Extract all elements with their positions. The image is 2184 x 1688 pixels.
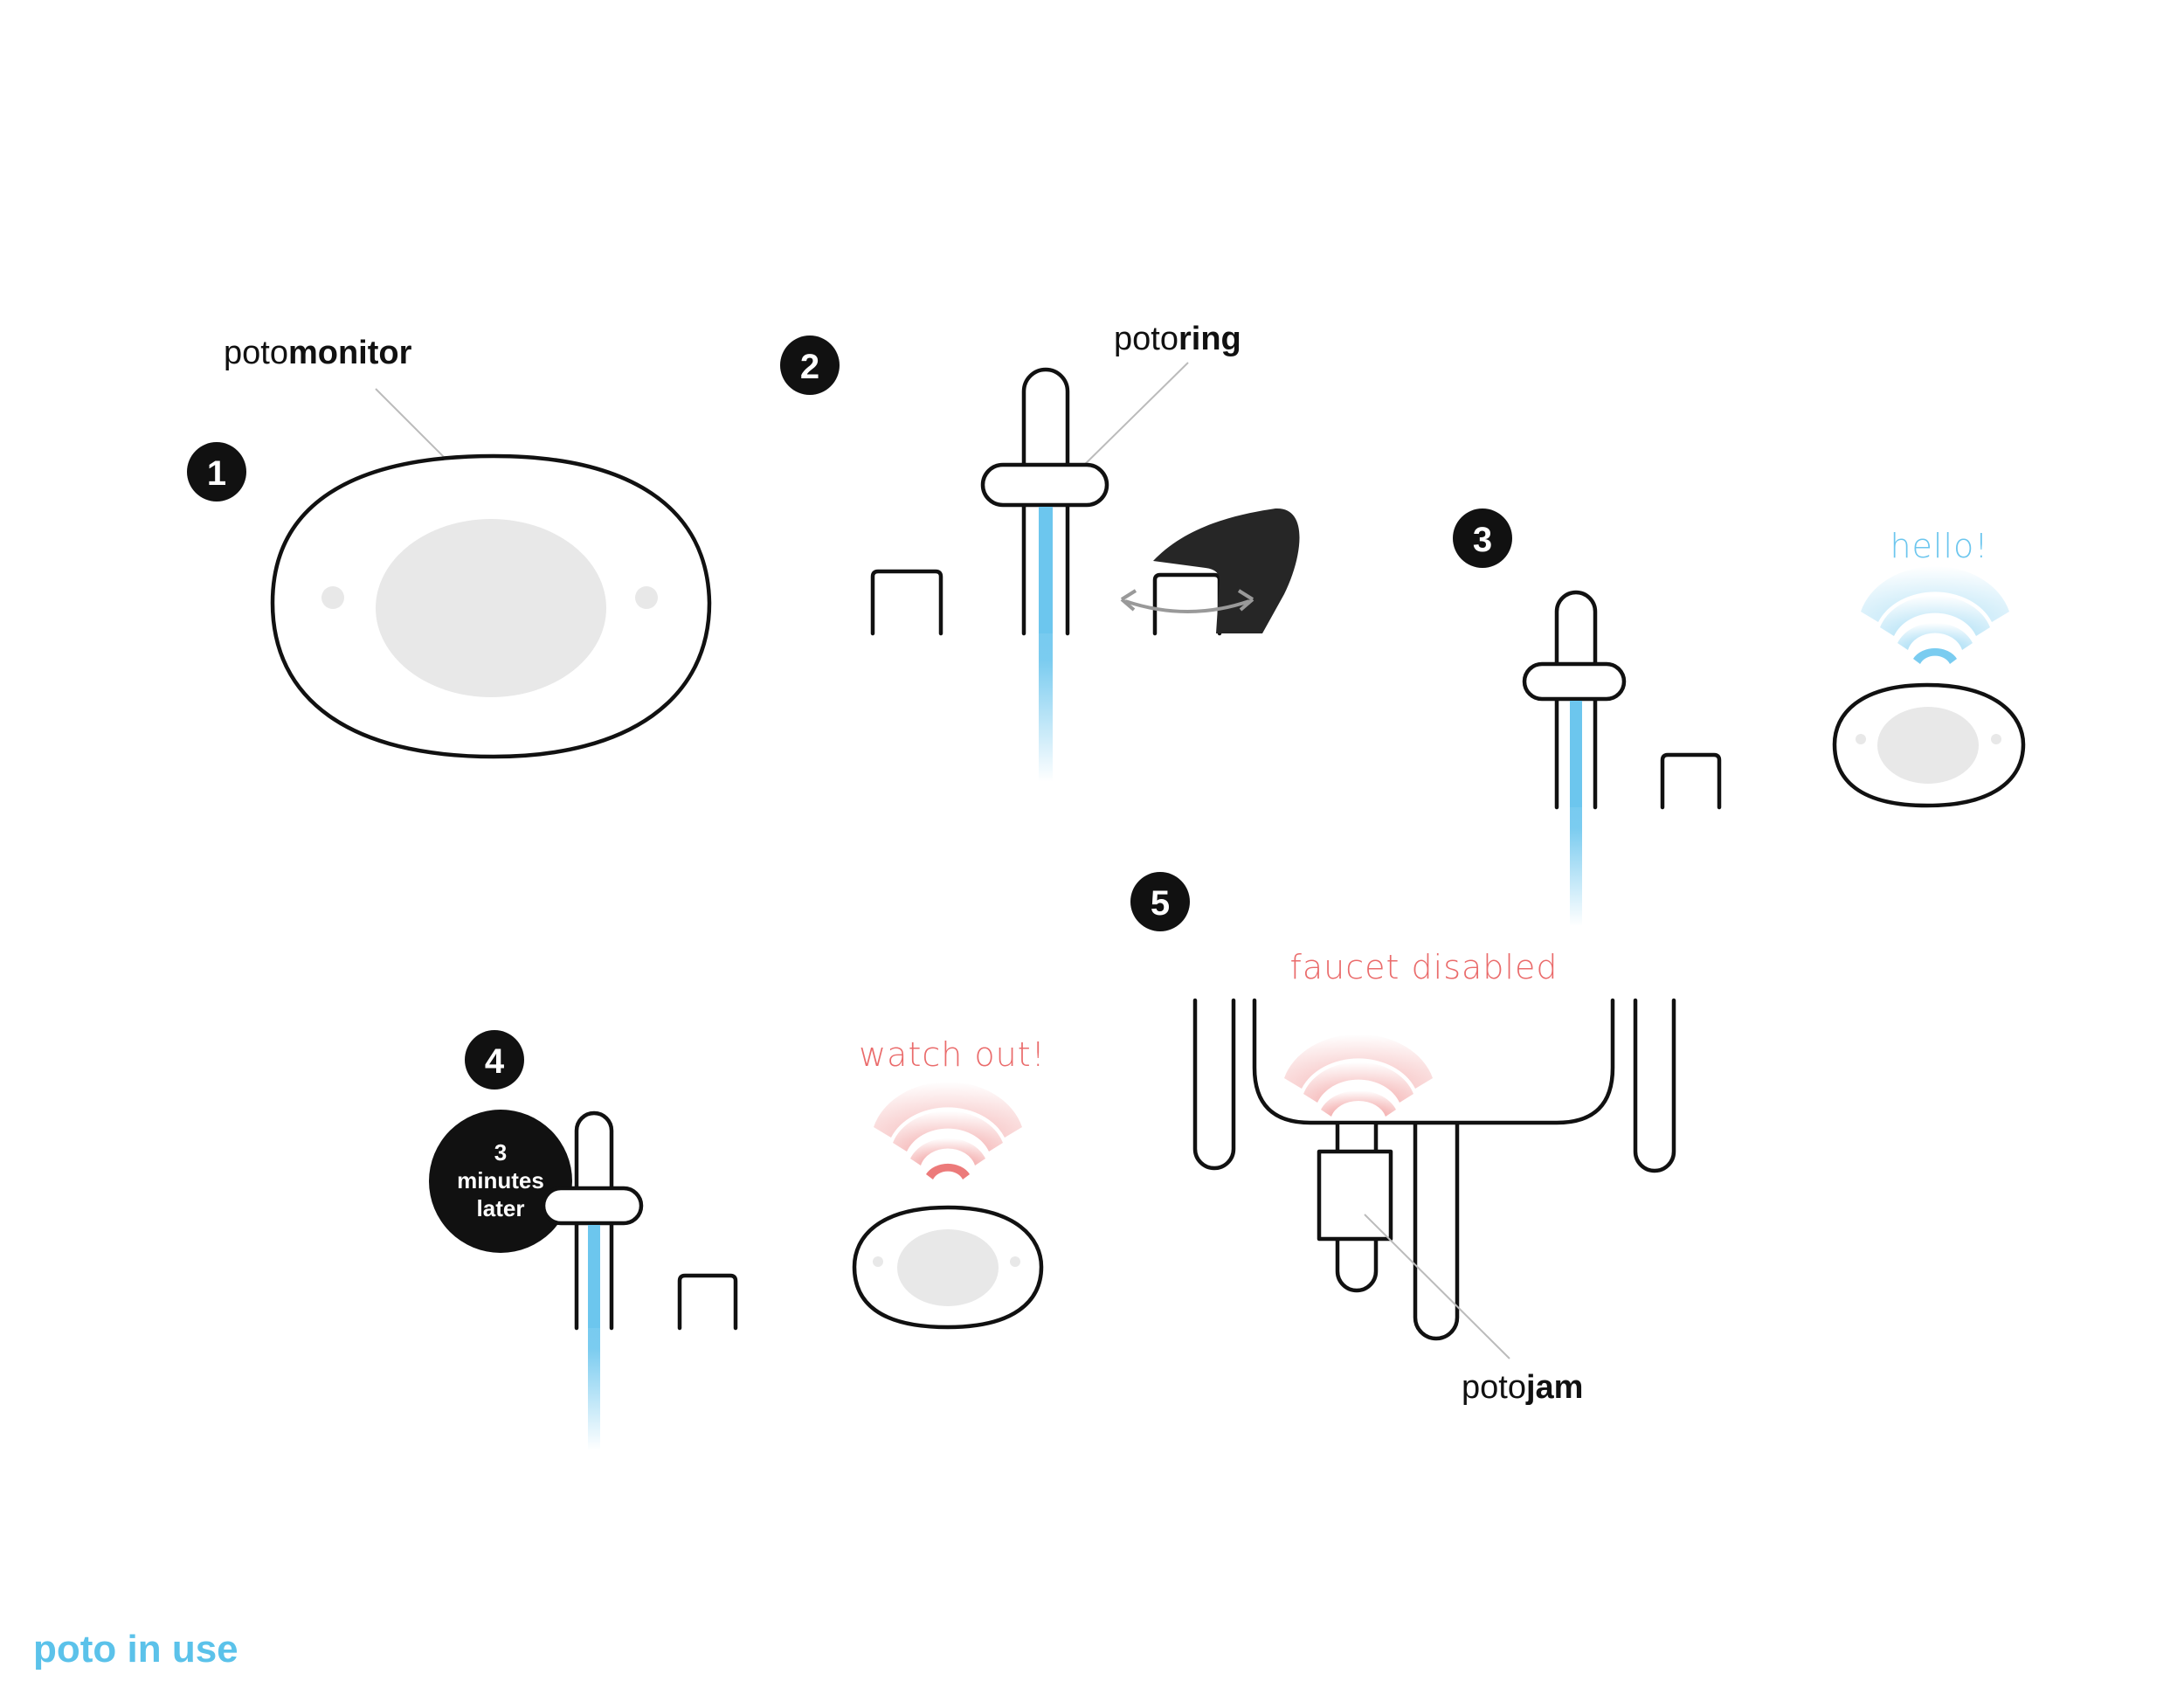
potomonitor-label-prefix: poto <box>224 335 288 371</box>
step-5-group: 5 faucet disabled potojam <box>1109 872 1756 1406</box>
potojam-leader-line <box>1364 1214 1510 1359</box>
potomonitor-label-suffix: monitor <box>288 335 412 371</box>
potojam-device <box>1317 1149 1393 1242</box>
potomonitor-screen <box>376 519 606 697</box>
step-3-faucet <box>1554 590 1598 810</box>
step-2-number: 2 <box>800 348 819 386</box>
step-3-group: 3 hello! <box>1433 508 2070 926</box>
step-2-badge: 2 <box>780 336 840 395</box>
step-5-leg-left <box>1192 998 1236 1171</box>
step-2-group: 2 potoring <box>760 321 1389 782</box>
potomonitor-large <box>270 453 712 759</box>
hello-message: hello! <box>1890 527 1988 565</box>
hand-icon <box>1153 508 1300 633</box>
wireless-signal-blue-icon <box>1861 566 2009 664</box>
potojam-label: potojam <box>1462 1369 1583 1406</box>
step-4-badge: 4 <box>465 1030 524 1090</box>
step-5-sink-basin <box>1252 998 1615 1125</box>
step-4-potoring <box>541 1186 644 1226</box>
potomonitor-small-step-3 <box>1832 682 2026 808</box>
potomonitor-sensor-left <box>321 586 344 609</box>
potomonitor-label: potomonitor <box>224 335 412 371</box>
step-3-number: 3 <box>1473 521 1492 559</box>
wireless-signal-red-under-sink-icon <box>1284 1034 1433 1117</box>
watch-out-message: watch out! <box>859 1035 1046 1074</box>
step-4-number: 4 <box>485 1042 505 1081</box>
step-4-cup <box>677 1273 738 1331</box>
step-1-number: 1 <box>207 454 226 493</box>
later-badge-line1: 3 <box>494 1139 507 1166</box>
potoring-label: potoring <box>1114 321 1241 357</box>
step-3-badge: 3 <box>1453 508 1512 568</box>
footer-caption: poto in use <box>33 1628 238 1671</box>
wireless-signal-red-icon <box>874 1082 1022 1180</box>
rotate-arrow-icon <box>1124 599 1250 613</box>
later-badge: 3 minutes later <box>429 1110 572 1253</box>
step-2-cup <box>870 569 943 636</box>
potojam-label-suffix: jam <box>1525 1369 1583 1406</box>
potoring-leader-line <box>1072 362 1189 477</box>
step-1-badge: 1 <box>187 442 246 502</box>
potomonitor-small-step-4 <box>852 1205 1044 1330</box>
step-5-number: 5 <box>1151 884 1170 923</box>
step-5-badge: 5 <box>1130 872 1190 931</box>
step-5-drain-pipe <box>1413 1117 1460 1341</box>
step-5-leg-right <box>1633 998 1676 1173</box>
potomonitor-sensor-right <box>635 586 658 609</box>
potoring-label-prefix: poto <box>1114 321 1178 357</box>
step-3-cup <box>1660 752 1722 810</box>
step-3-potoring <box>1522 661 1627 702</box>
step-2-handle-knob <box>1152 572 1222 636</box>
step-1-group: 1 potomonitor <box>187 335 743 762</box>
faucet-disabled-message: faucet disabled <box>1290 948 1559 986</box>
step-2-potoring <box>980 462 1109 508</box>
later-badge-line2: minutes <box>457 1167 544 1193</box>
step-4-group: 4 watch out! 3 minutes later <box>429 1030 1075 1450</box>
later-badge-line3: later <box>477 1195 525 1221</box>
step-2-faucet <box>1021 367 1070 636</box>
potojam-label-prefix: poto <box>1462 1369 1526 1406</box>
potoring-label-suffix: ring <box>1178 321 1241 357</box>
